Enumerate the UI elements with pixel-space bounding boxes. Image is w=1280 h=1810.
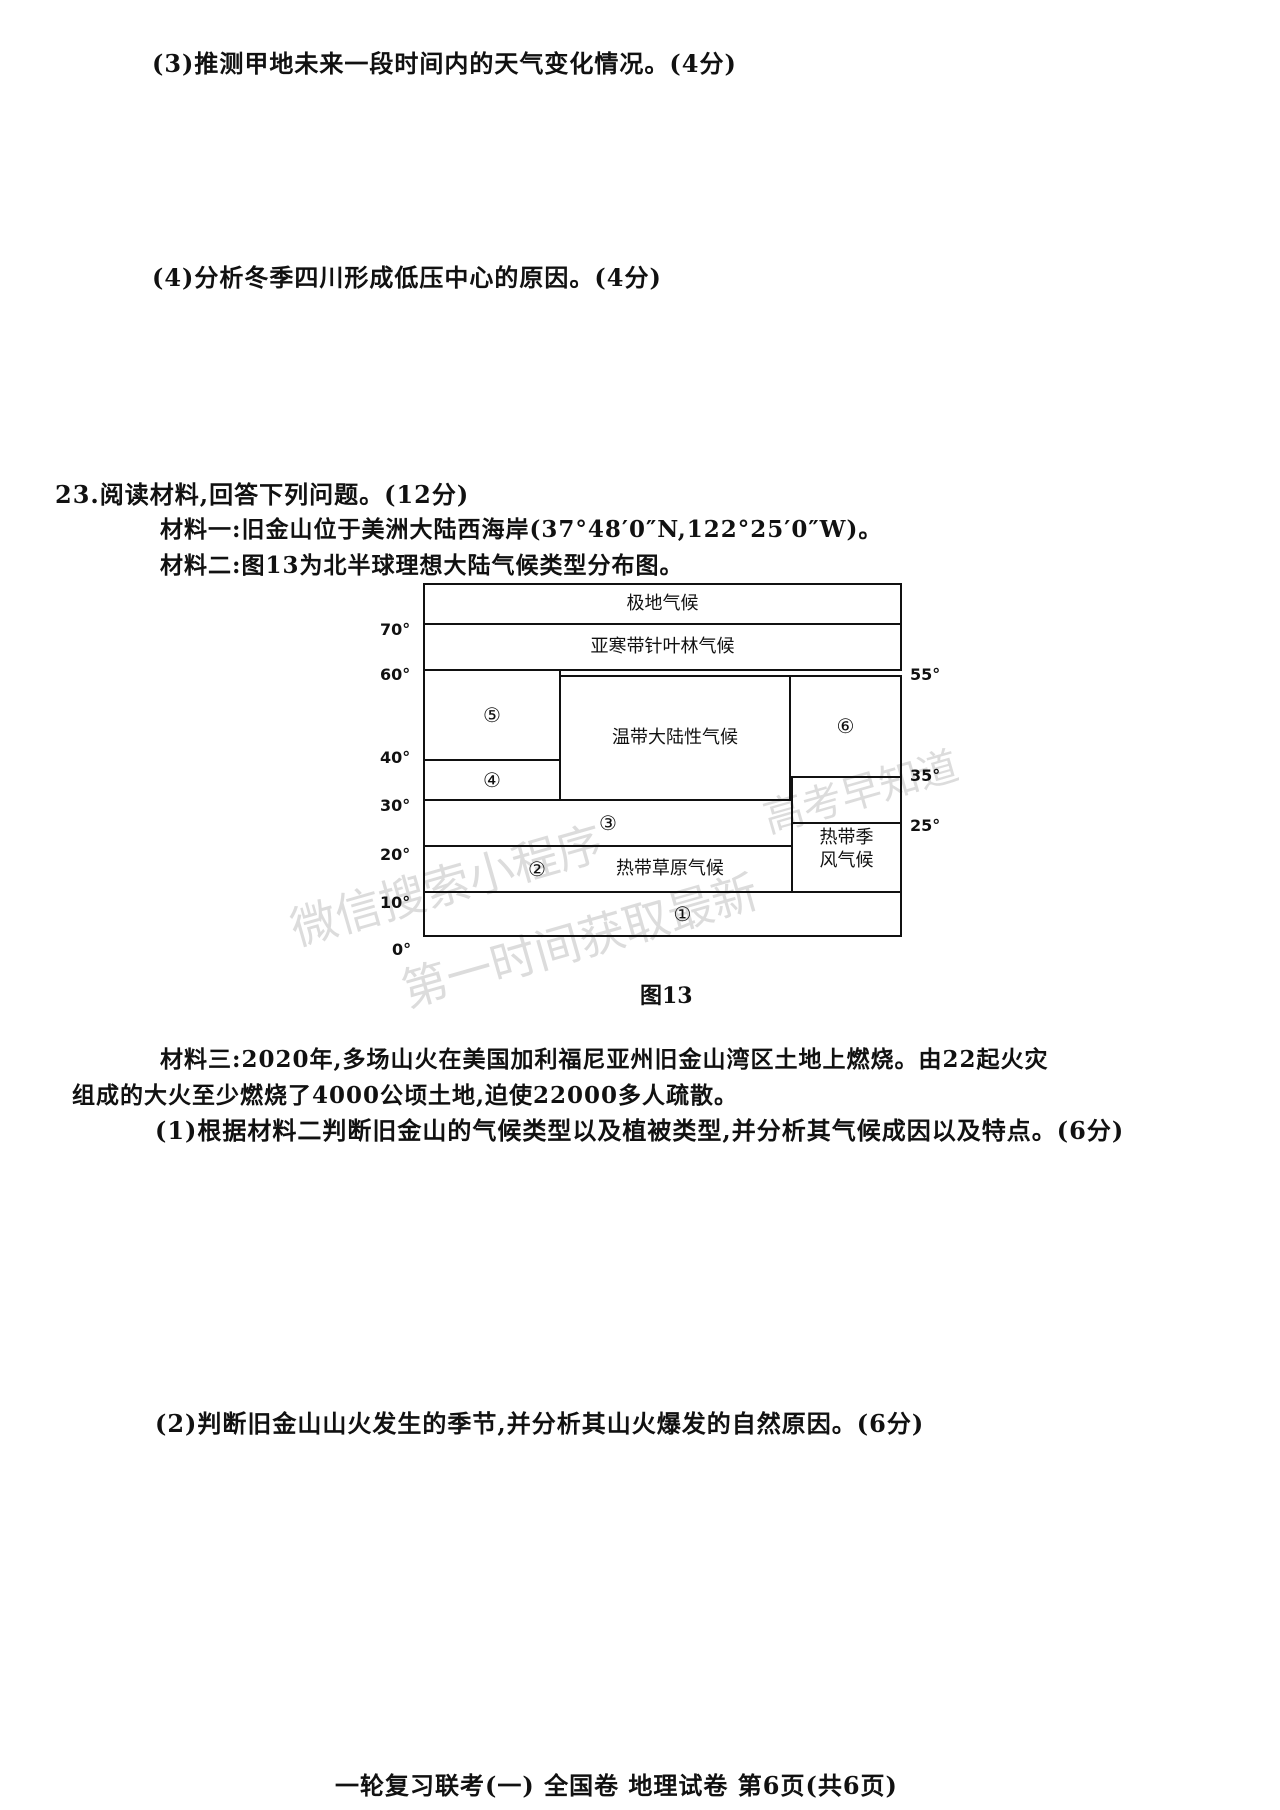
- lat-right-35: 35°: [910, 766, 941, 785]
- material-3-line-2: 组成的大火至少燃烧了4000公顷土地,迫使22000多人疏散。: [72, 1082, 739, 1109]
- lat-20: 20°: [380, 845, 411, 864]
- question-3: (3)推测甲地未来一段时间内的天气变化情况。(4分): [152, 49, 737, 78]
- material-1: 材料一:旧金山位于美洲大陆西海岸(37°48′0″N,122°25′0″W)。: [160, 516, 883, 543]
- zone-5: ⑤: [423, 669, 561, 761]
- zone-3: ③: [423, 799, 793, 847]
- lat-60: 60°: [380, 665, 411, 684]
- zone-3-label: ③: [599, 810, 617, 835]
- lat-30: 30°: [380, 796, 411, 815]
- lat-40: 40°: [380, 748, 411, 767]
- zone-tropical-monsoon: 热带季 风气候: [791, 776, 902, 893]
- zone-polar: 极地气候: [423, 583, 902, 625]
- zone-6: ⑥: [789, 675, 902, 778]
- question-4: (4)分析冬季四川形成低压中心的原因。(4分): [152, 263, 662, 292]
- zone-4: ④: [423, 759, 561, 801]
- question-23-sub-1: (1)根据材料二判断旧金山的气候类型以及植被类型,并分析其气候成因以及特点。(6…: [155, 1116, 1125, 1145]
- zone-tropical-grassland-label: 热带草原气候: [615, 857, 724, 879]
- material-3-line-1: 材料三:2020年,多场山火在美国加利福尼亚州旧金山湾区土地上燃烧。由22起火灾: [160, 1046, 1049, 1073]
- zone-5-label: ⑤: [483, 702, 501, 727]
- lat-70: 70°: [380, 620, 411, 639]
- monsoon-divider: [791, 822, 902, 824]
- zone-tropical-monsoon-line1: 热带季: [819, 827, 874, 848]
- material-2: 材料二:图13为北半球理想大陆气候类型分布图。: [160, 552, 684, 579]
- zone-subarctic-label: 亚寒带针叶林气候: [590, 635, 735, 657]
- zone-temperate-continental: 温带大陆性气候: [559, 675, 791, 801]
- zone-2-label: ②: [528, 856, 546, 881]
- zone-4-label: ④: [483, 767, 501, 792]
- figure-caption: 图13: [640, 983, 693, 1009]
- lat-0: 0°: [392, 940, 412, 959]
- lat-right-25: 25°: [910, 816, 941, 835]
- zone-polar-label: 极地气候: [626, 592, 699, 614]
- zone-2: ② 热带草原气候: [423, 845, 793, 893]
- lat-right-55: 55°: [910, 665, 941, 684]
- zone-subarctic: 亚寒带针叶林气候: [423, 623, 902, 671]
- lat-10: 10°: [380, 893, 411, 912]
- question-23-heading: 23.阅读材料,回答下列问题。(12分): [55, 480, 470, 509]
- page-footer: 一轮复习联考(一) 全国卷 地理试卷 第6页(共6页): [335, 1771, 898, 1800]
- zone-temperate-continental-label: 温带大陆性气候: [612, 726, 738, 748]
- zone-6-label: ⑥: [836, 714, 855, 738]
- zone-1-label: ①: [673, 901, 692, 926]
- zone-1: ①: [423, 891, 902, 937]
- question-23-sub-2: (2)判断旧金山山火发生的季节,并分析其山火爆发的自然原因。(6分): [155, 1409, 925, 1438]
- zone-tropical-monsoon-line2: 风气候: [819, 849, 874, 871]
